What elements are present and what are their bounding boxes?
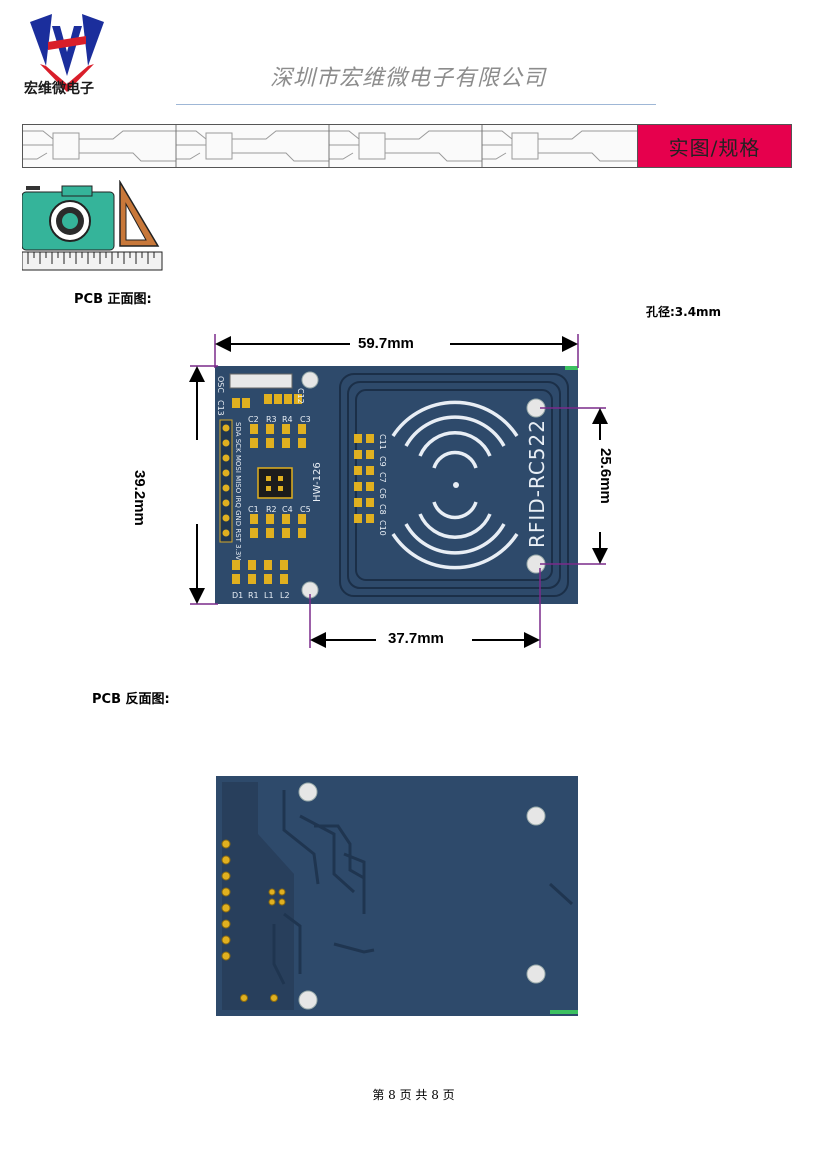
silk-cap-5: C10 [378,520,387,536]
dim-height: 39.2mm [131,470,148,526]
dim-width: 59.7mm [358,335,414,352]
silk-cap-1: C9 [378,456,387,467]
silk-bottom-2: C4 [282,505,293,514]
silk-c12: C12 [296,388,305,404]
rc522-chip [257,467,293,499]
silk-top-0: C2 [248,415,259,424]
silk-bottom-0: C1 [248,505,259,514]
camera-ruler-icon [22,180,163,271]
silk-cap-4: C8 [378,504,387,515]
pcb-back-diagram [216,776,578,1016]
silk-cap-0: C11 [378,434,387,450]
silk-lower-1: R1 [248,591,259,600]
pcb-front-diagram: OSC C13 C12 C2 R3 R4 C3 C1 R2 C4 C5 SDA … [189,334,608,648]
header-divider [176,104,656,105]
silk-lower-0: D1 [232,591,243,600]
silk-lower-2: L1 [264,591,274,600]
dim-hole-spacing-horizontal: 37.7mm [388,630,444,647]
silk-cap-3: C6 [378,488,387,499]
silk-c13: C13 [216,400,225,416]
board-model: HW-126 [312,462,323,502]
silk-bottom-3: C5 [300,505,311,514]
dim-hole-spacing-vertical: 25.6mm [597,448,614,504]
company-name: 深圳市宏维微电子有限公司 [270,66,547,91]
silk-top-1: R3 [266,415,277,424]
silk-lower-3: L2 [280,591,290,600]
silk-top-2: R4 [282,415,293,424]
back-view-label: PCB 反面图: [92,692,170,707]
company-logo [26,10,108,92]
logo-text: 宏维微电子 [24,81,94,97]
page-footer: 第 8 页 共 8 页 [372,1088,455,1102]
section-tag: 实图/规格 [637,124,792,168]
silk-osc: OSC [216,376,225,393]
hole-diameter-label: 孔径:3.4mm [646,305,722,319]
silk-cap-2: C7 [378,472,387,483]
rf-wave-icon [391,400,519,570]
front-view-label: PCB 正面图: [74,292,152,307]
circuit-pattern [23,125,637,167]
silk-pins: SDA SCK MOSI MISO IRQ GND RST 3.3V [234,422,242,560]
board-name: RFID-RC522 [525,419,549,548]
silk-bottom-1: R2 [266,505,277,514]
silk-top-3: C3 [300,415,311,424]
